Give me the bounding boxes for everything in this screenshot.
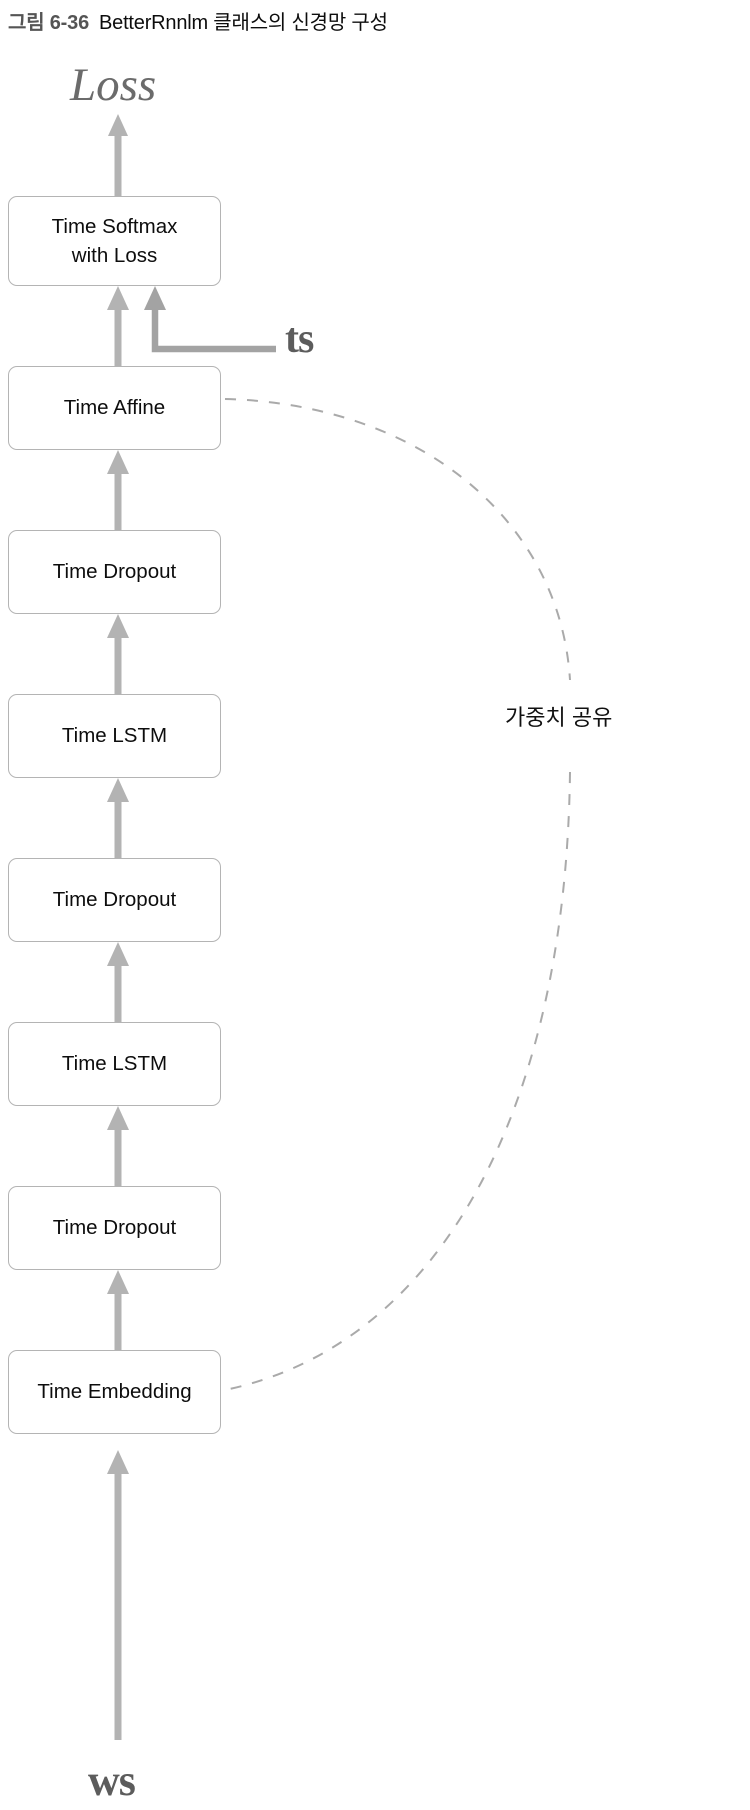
arrow-lstm1-to-dropout2	[107, 942, 129, 1022]
layer-label: Time LSTM	[61, 724, 168, 748]
dashed-weight-share-curve	[224, 398, 571, 1391]
loss-label: Loss	[70, 59, 157, 111]
arrow-affine-to-softmax	[107, 286, 129, 366]
arrow-to-loss	[108, 114, 128, 196]
arrow-ws-to-embedding	[107, 1450, 129, 1740]
figure-number: 그림 6-36	[8, 12, 89, 34]
layer-box-time-dropout-1[interactable]: Time Dropout	[8, 1186, 221, 1270]
ws-label: ws	[88, 1756, 136, 1805]
layer-box-time-lstm-2[interactable]: Time LSTM	[8, 694, 221, 778]
layer-box-time-embedding[interactable]: Time Embedding	[8, 1350, 221, 1434]
arrow-embedding-to-dropout1	[107, 1270, 129, 1350]
connector-ts	[144, 286, 276, 353]
layer-box-time-lstm-1[interactable]: Time LSTM	[8, 1022, 221, 1106]
layer-label: Time Embedding	[37, 1380, 192, 1404]
figure-title: BetterRnnlm 클래스의 신경망 구성	[99, 12, 388, 34]
layer-box-time-affine[interactable]: Time Affine	[8, 366, 221, 450]
weight-share-label: 가중치 공유	[505, 705, 613, 730]
layer-label-line1: Time Softmax	[51, 214, 178, 238]
layer-label: Time Softmax with Loss	[52, 212, 178, 270]
ts-label: ts	[285, 316, 314, 362]
layer-label-line2: with Loss	[71, 244, 158, 267]
figure-caption: 그림 6-36 BetterRnnlm 클래스의 신경망 구성	[8, 6, 388, 35]
layer-label: Time LSTM	[61, 1052, 168, 1076]
arrow-lstm2-to-dropout3	[107, 614, 129, 694]
layer-label: Time Dropout	[52, 888, 177, 912]
layer-box-time-dropout-2[interactable]: Time Dropout	[8, 858, 221, 942]
arrow-dropout3-to-affine	[107, 450, 129, 530]
layer-box-time-softmax-with-loss[interactable]: Time Softmax with Loss	[8, 196, 221, 286]
arrow-dropout1-to-lstm1	[107, 1106, 129, 1186]
layer-label: Time Dropout	[52, 1216, 177, 1240]
layer-label: Time Dropout	[52, 560, 177, 584]
arrow-dropout2-to-lstm2	[107, 778, 129, 858]
layer-label: Time Affine	[63, 396, 166, 420]
layer-box-time-dropout-3[interactable]: Time Dropout	[8, 530, 221, 614]
